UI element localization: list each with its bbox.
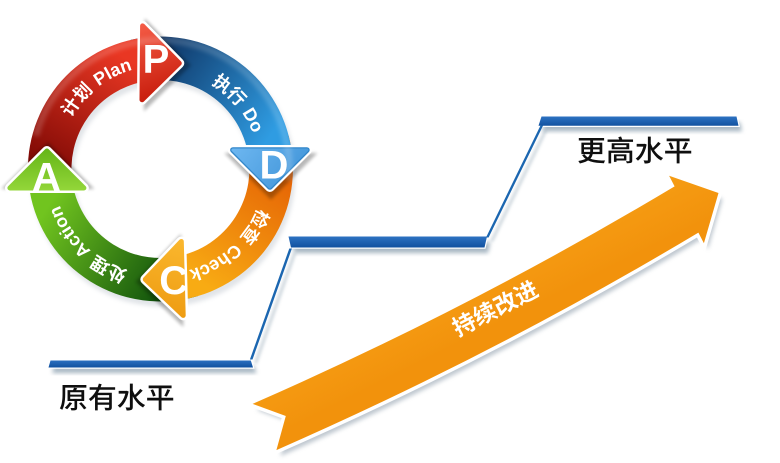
svg-text:A: A	[32, 156, 61, 200]
svg-text:D: D	[260, 143, 289, 187]
svg-text:C: C	[159, 259, 188, 303]
svg-text:P: P	[143, 38, 170, 82]
